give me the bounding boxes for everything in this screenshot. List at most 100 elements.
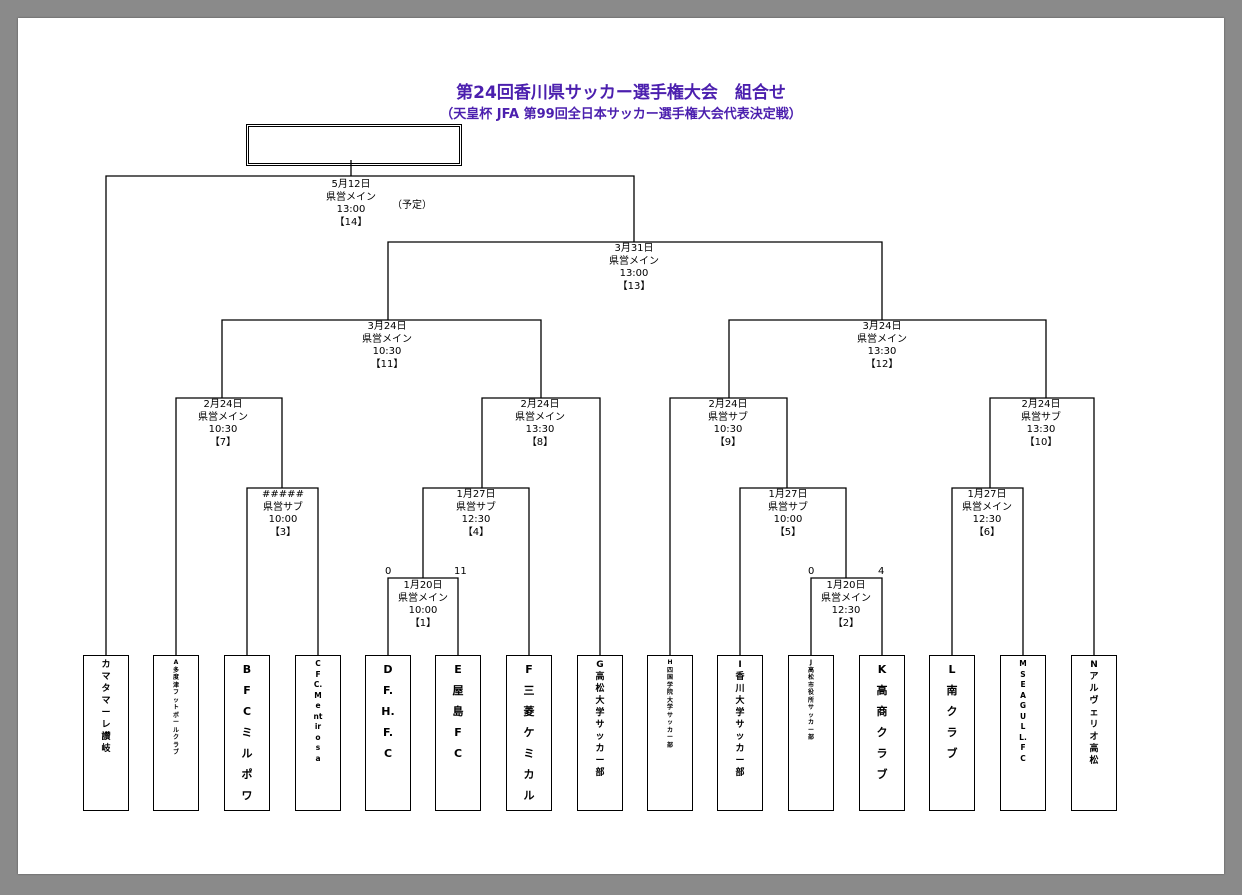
match-11-info: 3月24日 県営メイン 10:30 【11】 <box>342 321 432 371</box>
team-box-a: A多度津フットボールクラブ <box>153 655 199 811</box>
match-7-info: 2月24日 県営メイン 10:30 【7】 <box>178 399 268 449</box>
match-time: 10:00 <box>268 514 298 525</box>
match-number: 【6】 <box>973 526 1001 538</box>
team-name: J高松市役所サッカー部 <box>807 659 814 741</box>
match-2-score-right: 4 <box>878 566 885 577</box>
team-box-n: Nアルヴェリオ高松 <box>1071 655 1117 811</box>
match-1-score-left: 0 <box>385 566 392 577</box>
match-time: 10:00 <box>773 514 803 525</box>
match-date: 3月31日 <box>614 243 654 254</box>
team-name: カマタマーレ讃岐 <box>101 660 111 754</box>
match-time: 13:00 <box>619 268 649 279</box>
team-name: K高商クラブ <box>876 663 888 781</box>
match-number: 【3】 <box>269 526 297 538</box>
team-box-g: G高松大学サッカー部 <box>577 655 623 811</box>
match-date: 3月24日 <box>367 321 407 332</box>
bracket-line-m4 <box>422 487 530 655</box>
team-box-k: K高商クラブ <box>859 655 905 811</box>
match-5-info: 1月27日 県営サブ 10:00 【5】 <box>743 489 833 539</box>
match-number: 【2】 <box>832 617 860 629</box>
bracket-line-m13 <box>387 241 883 320</box>
match-venue: 県営メイン <box>857 333 907 345</box>
match-venue: 県営メイン <box>398 592 448 604</box>
team-box-j: J高松市役所サッカー部 <box>788 655 834 811</box>
match-9-info: 2月24日 県営サブ 10:30 【9】 <box>683 399 773 449</box>
match-venue: 県営サブ <box>708 411 748 423</box>
match-13-info: 3月31日 県営メイン 13:00 【13】 <box>589 243 679 293</box>
match-2-info: 1月20日 県営メイン 12:30 【2】 <box>801 580 891 630</box>
bracket-line-m8 <box>481 397 601 655</box>
team-box-e: E屋島FC <box>435 655 481 811</box>
match-6-info: 1月27日 県営メイン 12:30 【6】 <box>942 489 1032 539</box>
match-3-info: ##### 県営サブ 10:00 【3】 <box>238 489 328 539</box>
team-name: DF.H.F.C <box>381 663 395 760</box>
bracket-line-m12 <box>728 319 1047 398</box>
match-date: 1月27日 <box>967 489 1007 500</box>
match-venue: 県営サブ <box>263 501 303 513</box>
team-box-h: H四国学院大学サッカー部 <box>647 655 693 811</box>
match-number: 【12】 <box>865 358 899 370</box>
match-4-info: 1月27日 県営サブ 12:30 【4】 <box>431 489 521 539</box>
team-box-m: MSEAGULL.FC <box>1000 655 1046 811</box>
match-time: 10:30 <box>713 424 743 435</box>
match-number: 【5】 <box>774 526 802 538</box>
team-name: BFCミルポワ <box>241 663 253 802</box>
bracket-line-m2 <box>810 577 883 655</box>
match-time: 13:30 <box>1026 424 1056 435</box>
match-number: 【13】 <box>617 280 651 292</box>
match-date: 2月24日 <box>708 399 748 410</box>
match-12-info: 3月24日 県営メイン 13:30 【12】 <box>837 321 927 371</box>
match-2-score-left: 0 <box>808 566 815 577</box>
bracket-line-m5 <box>739 487 847 655</box>
match-venue: 県営サブ <box>768 501 808 513</box>
match-time: 13:30 <box>525 424 555 435</box>
match-venue: 県営メイン <box>821 592 871 604</box>
team-name: G高松大学サッカー部 <box>595 660 605 778</box>
team-name: L南クラブ <box>946 663 958 760</box>
team-box-b: BFCミルポワ <box>224 655 270 811</box>
bracket-line-m9 <box>669 397 788 655</box>
bracket-line-m7 <box>175 397 283 655</box>
match-number: 【8】 <box>526 436 554 448</box>
match-venue: 県営メイン <box>198 411 248 423</box>
page-title: 第24回香川県サッカー選手権大会 組合せ <box>456 83 786 103</box>
team-name: A多度津フットボールクラブ <box>172 659 179 756</box>
match-date: 1月27日 <box>456 489 496 500</box>
match-venue: 県営メイン <box>362 333 412 345</box>
match-number: 【1】 <box>409 617 437 629</box>
match-1-info: 1月20日 県営メイン 10:00 【1】 <box>378 580 468 630</box>
match-time: 10:30 <box>208 424 238 435</box>
champion-box <box>246 124 462 166</box>
match-number: 【14】 <box>334 216 368 228</box>
page-subtitle: （天皇杯 JFA 第99回全日本サッカー選手権大会代表決定戦） <box>440 107 802 122</box>
team-box-i: I香川大学サッカー部 <box>717 655 763 811</box>
team-name: H四国学院大学サッカー部 <box>666 659 673 749</box>
match-time: 12:30 <box>972 514 1002 525</box>
match-date: 1月20日 <box>403 580 443 591</box>
team-name: MSEAGULL.FC <box>1019 659 1027 763</box>
match-venue: 県営メイン <box>515 411 565 423</box>
match-number: 【10】 <box>1024 436 1058 448</box>
team-box-d: DF.H.F.C <box>365 655 411 811</box>
match-venue: 県営メイン <box>326 191 376 203</box>
team-name: Nアルヴェリオ高松 <box>1089 660 1099 766</box>
match-number: 【4】 <box>462 526 490 538</box>
match-time: 10:30 <box>372 346 402 357</box>
team-box-c: CFC.Mentirosa <box>295 655 341 811</box>
match-date: 3月24日 <box>862 321 902 332</box>
match-number: 【7】 <box>209 436 237 448</box>
team-box-l: L南クラブ <box>929 655 975 811</box>
team-name: E屋島FC <box>452 663 464 760</box>
match-10-info: 2月24日 県営サブ 13:30 【10】 <box>996 399 1086 449</box>
match-date: 1月20日 <box>826 580 866 591</box>
bracket-line-m6 <box>951 487 1024 655</box>
bracket-line-m3 <box>246 487 319 655</box>
match-date: ##### <box>262 489 304 500</box>
match-date: 1月27日 <box>768 489 808 500</box>
team-box-f: F三菱ケミカルFC <box>506 655 552 811</box>
match-number: 【11】 <box>370 358 404 370</box>
match-14-info: 5月12日 県営メイン 13:00 【14】 <box>306 179 396 229</box>
match-venue: 県営サブ <box>1021 411 1061 423</box>
team-name: F三菱ケミカルFC <box>523 663 535 802</box>
